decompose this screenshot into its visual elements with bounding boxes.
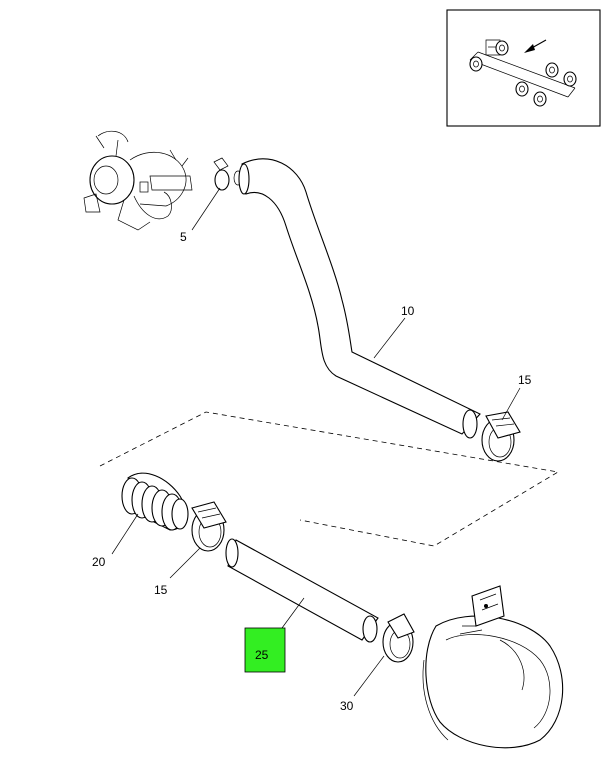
bellows-20 bbox=[121, 472, 189, 531]
clamp-30 bbox=[382, 613, 415, 663]
callout-25-highlight bbox=[244, 627, 286, 673]
callout-10[interactable]: 10 bbox=[401, 304, 415, 318]
hose-10 bbox=[238, 158, 481, 439]
callout-15-upper[interactable]: 15 bbox=[518, 373, 532, 387]
turbocharger bbox=[83, 130, 193, 231]
clamp-15-lower bbox=[191, 501, 227, 552]
callout-20[interactable]: 20 bbox=[92, 555, 106, 569]
clamp-5 bbox=[213, 157, 243, 191]
air-intake-housing bbox=[422, 585, 564, 749]
callout-5[interactable]: 5 bbox=[180, 230, 187, 244]
leader-lines bbox=[111, 187, 521, 697]
locator-inset bbox=[446, 9, 601, 127]
callout-15-lower[interactable]: 15 bbox=[154, 583, 168, 597]
callout-30[interactable]: 30 bbox=[340, 699, 354, 713]
tube-25 bbox=[225, 538, 379, 643]
callout-25[interactable]: 25 bbox=[255, 648, 269, 662]
clamp-15-upper bbox=[481, 411, 521, 462]
